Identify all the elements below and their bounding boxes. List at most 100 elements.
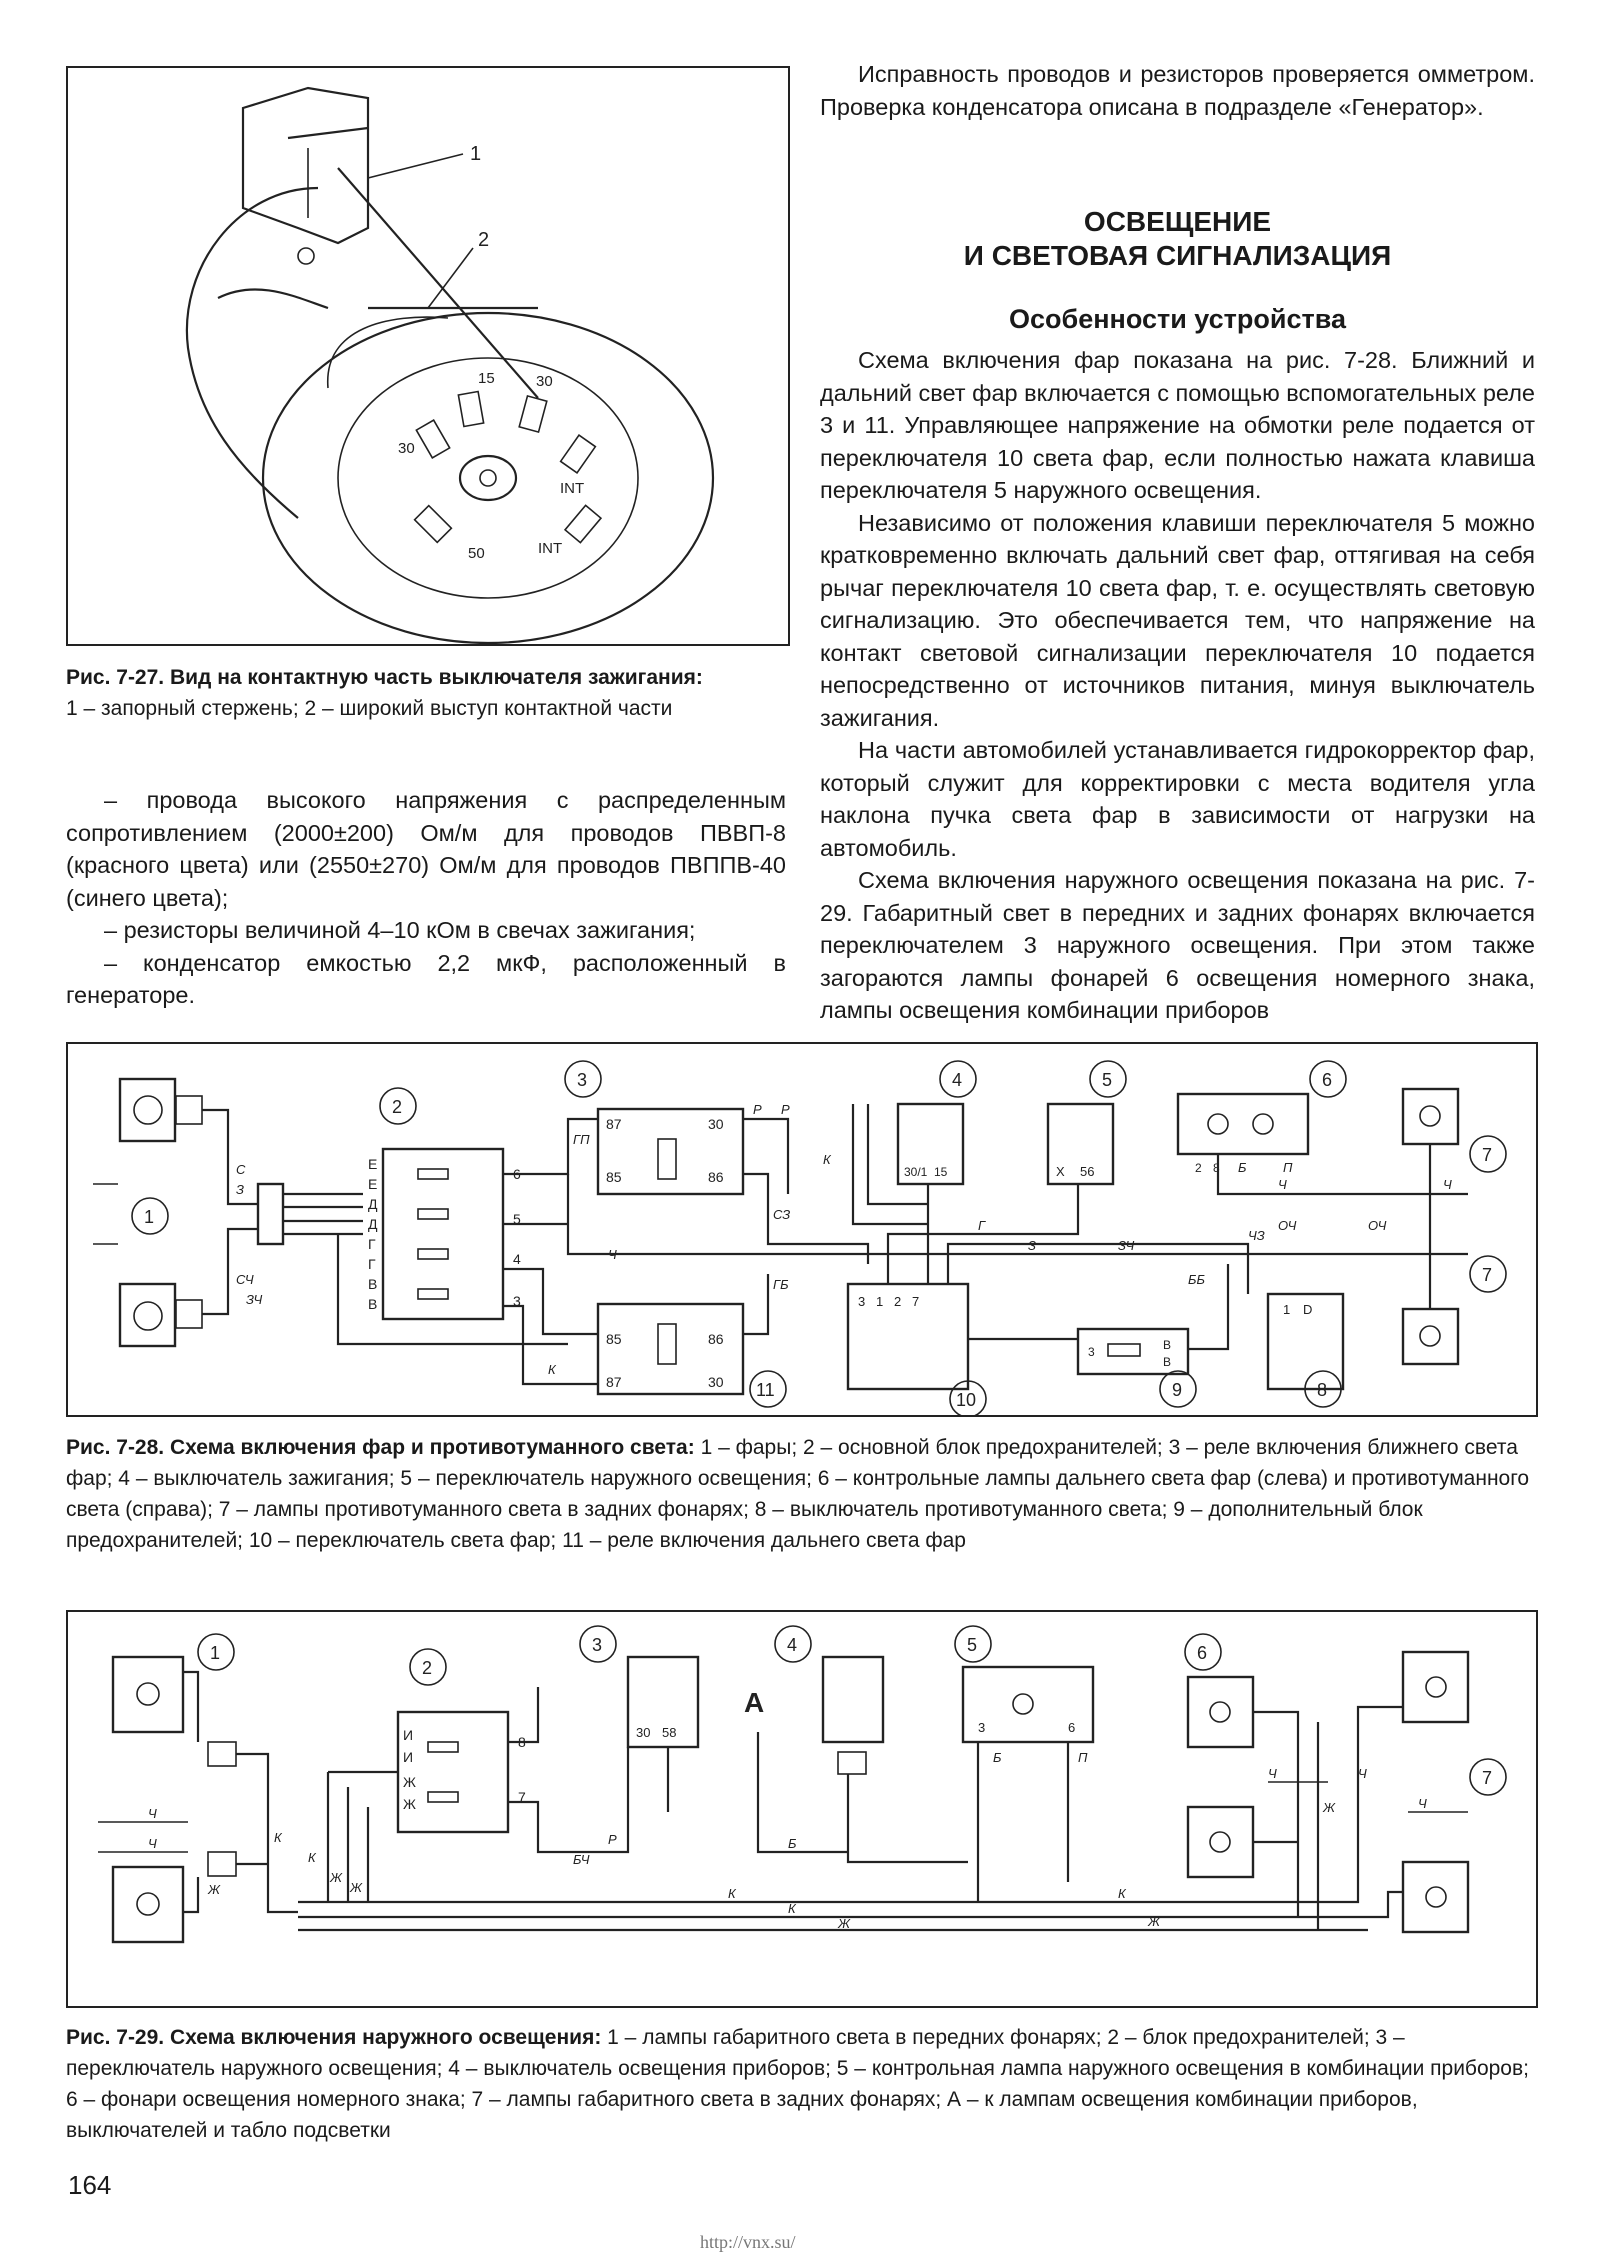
fig29-caption: Рис. 7-29. Схема включения наружного осв… [66, 2022, 1538, 2146]
fig29-wire-label: Ч [148, 1806, 157, 1821]
right-intro: Исправность проводов и резисторов провер… [820, 58, 1535, 123]
fig28-callout-8: 8 [1317, 1380, 1327, 1400]
sw10-pin: 1 [876, 1294, 883, 1309]
section-title-line-1: ОСВЕЩЕНИЕ [1083, 206, 1272, 237]
left-paragraph: – резисторы величиной 4–10 кОм в свечах … [104, 917, 696, 943]
fig28-caption-title: Рис. 7-28. Схема включения фар и противо… [66, 1436, 695, 1459]
fig29-fuse-number: 7 [518, 1789, 526, 1805]
fig29-wire-label: Ж [349, 1880, 363, 1895]
fig27-caption-title: Рис. 7-27. Вид на контактную часть выклю… [66, 666, 703, 689]
fig27-callout-2: 2 [478, 229, 489, 251]
lamp5-pin: 6 [1068, 1720, 1075, 1735]
fig29-wire-label: БЧ [573, 1852, 590, 1867]
fig28-callout-11: 11 [756, 1380, 775, 1400]
sw3-pin: 58 [662, 1725, 676, 1740]
fig29-callout-1: 1 [210, 1643, 220, 1663]
fuse-number: 3 [513, 1293, 521, 1309]
wire-label: СЧ [236, 1272, 254, 1287]
figure-7-27: 1 2 15 30 30 INT INT 50 [66, 66, 790, 646]
relay11-pin: 86 [708, 1331, 724, 1347]
wire-label: Г [978, 1218, 986, 1233]
relay3-pin: 85 [606, 1169, 622, 1185]
fig28-callout-9: 9 [1172, 1380, 1182, 1400]
terminal-label-30b: 30 [398, 440, 415, 457]
wire-label: К [548, 1362, 557, 1377]
fig27-caption: Рис. 7-27. Вид на контактную часть выклю… [66, 662, 796, 724]
fuse-letter: Д [368, 1216, 378, 1232]
fig29-wire-label: Ч [1268, 1766, 1277, 1781]
sw10-pin: 7 [912, 1294, 919, 1309]
headlight-upper [118, 1077, 203, 1143]
terminal-label-15: 15 [478, 370, 495, 387]
fuse-letter: Е [368, 1156, 377, 1172]
fuse-letter: Г [368, 1256, 376, 1272]
fuse-letter: В [368, 1276, 377, 1292]
headlight-lower [118, 1282, 203, 1348]
headlight-circuit-diagram: 1 2 Е Е Д Д Г Г В В 6 5 4 3 3 [93, 1060, 1507, 1418]
ign-pin: 30/1 [904, 1165, 928, 1179]
terminal-label-50: 50 [468, 545, 485, 562]
sw10-pin: 3 [858, 1294, 865, 1309]
wire-label: ОЧ [1368, 1218, 1387, 1233]
figure-7-29: 1 2 И И Ж Ж 8 7 3 30 58 4 А 5 [66, 1610, 1538, 2008]
fig29-wire-label: Ж [1147, 1914, 1161, 1929]
right-intro-paragraph: Исправность проводов и резисторов провер… [820, 61, 1535, 120]
wire-label: ЧЗ [1248, 1228, 1265, 1243]
right-paragraph: На части автомобилей устанавливается гид… [820, 737, 1535, 861]
wire-label: З [1028, 1238, 1036, 1253]
wire-label: ГП [573, 1132, 590, 1147]
relay11-pin: 87 [606, 1374, 622, 1390]
page-number: 164 [68, 2170, 112, 2200]
subsection-title: Особенности устройства [1009, 304, 1346, 334]
relay3-pin: 86 [708, 1169, 724, 1185]
section-title-line-2: И СВЕТОВАЯ СИГНАЛИЗАЦИЯ [963, 240, 1392, 271]
wire-label: СЗ [773, 1207, 790, 1222]
terminal-label-int-b: INT [538, 540, 562, 557]
fig29-wire-label: К [1118, 1886, 1127, 1901]
wire-label: ББ [1188, 1272, 1205, 1287]
fuse-letter: Е [368, 1176, 377, 1192]
fig29-wire-label: К [788, 1901, 797, 1916]
exterior-lighting-circuit-diagram: 1 2 И И Ж Ж 8 7 3 30 58 4 А 5 [98, 1625, 1507, 1944]
right-paragraph: Схема включения фар показана на рис. 7-2… [820, 347, 1535, 503]
wire-label: Б [1238, 1160, 1247, 1175]
fuse-letter: Д [368, 1196, 378, 1212]
wire-label: Ч [1443, 1177, 1452, 1192]
sw8-pin: D [1303, 1302, 1312, 1317]
wire-label: Ч [608, 1247, 617, 1262]
wire-label: П [1283, 1160, 1293, 1175]
left-paragraph: – провода высокого напряжения с распреде… [66, 787, 786, 911]
left-paragraph: – конденсатор емкостью 2,2 мкФ, располож… [66, 949, 786, 1009]
fig29-wire-label: П [1078, 1750, 1088, 1765]
section-title: ОСВЕЩЕНИЕ И СВЕТОВАЯ СИГНАЛИЗАЦИЯ [820, 205, 1535, 273]
fig28-caption-text: 1 – фары; 2 – основной блок предохраните… [66, 1436, 1530, 1552]
fuse9-pin: В [1163, 1355, 1171, 1369]
fig27-callout-1: 1 [470, 143, 481, 165]
sw3-pin: 30 [636, 1725, 650, 1740]
fig29-callout-6: 6 [1197, 1643, 1207, 1663]
fuse-letter: Г [368, 1236, 376, 1252]
ignition-switch-drawing: 1 2 15 30 30 INT INT 50 [185, 86, 715, 645]
terminal-label-int-a: INT [560, 480, 584, 497]
relay11-pin: 30 [708, 1374, 724, 1390]
sw8-pin: 1 [1283, 1302, 1290, 1317]
sw5-pin: 56 [1080, 1164, 1094, 1179]
fig29-fuse-letter: Ж [403, 1774, 416, 1790]
fuse-number: 5 [513, 1211, 521, 1227]
fig29-fuse-letter: Ж [403, 1796, 416, 1812]
fig29-wire-label: Ж [207, 1882, 221, 1897]
fig29-caption-title: Рис. 7-29. Схема включения наружного осв… [66, 2026, 602, 2049]
fig29-wire-label: Р [608, 1832, 617, 1847]
fig29-letter-a: А [744, 1687, 764, 1718]
fig28-callout-4: 4 [952, 1070, 962, 1090]
wire-label: З [236, 1182, 244, 1197]
figure-7-28: 1 2 Е Е Д Д Г Г В В 6 5 4 3 3 [66, 1042, 1538, 1418]
fig29-callout-4: 4 [787, 1635, 797, 1655]
footer-url[interactable]: http://vnx.su/ [700, 2232, 796, 2252]
fig29-wire-label: К [728, 1886, 737, 1901]
fuse-letter: В [368, 1296, 377, 1312]
sw5-pin: X [1056, 1164, 1065, 1179]
fig28-callout-2: 2 [392, 1097, 402, 1117]
fig29-callout-5: 5 [967, 1635, 977, 1655]
wire-label: ЗЧ [246, 1292, 263, 1307]
